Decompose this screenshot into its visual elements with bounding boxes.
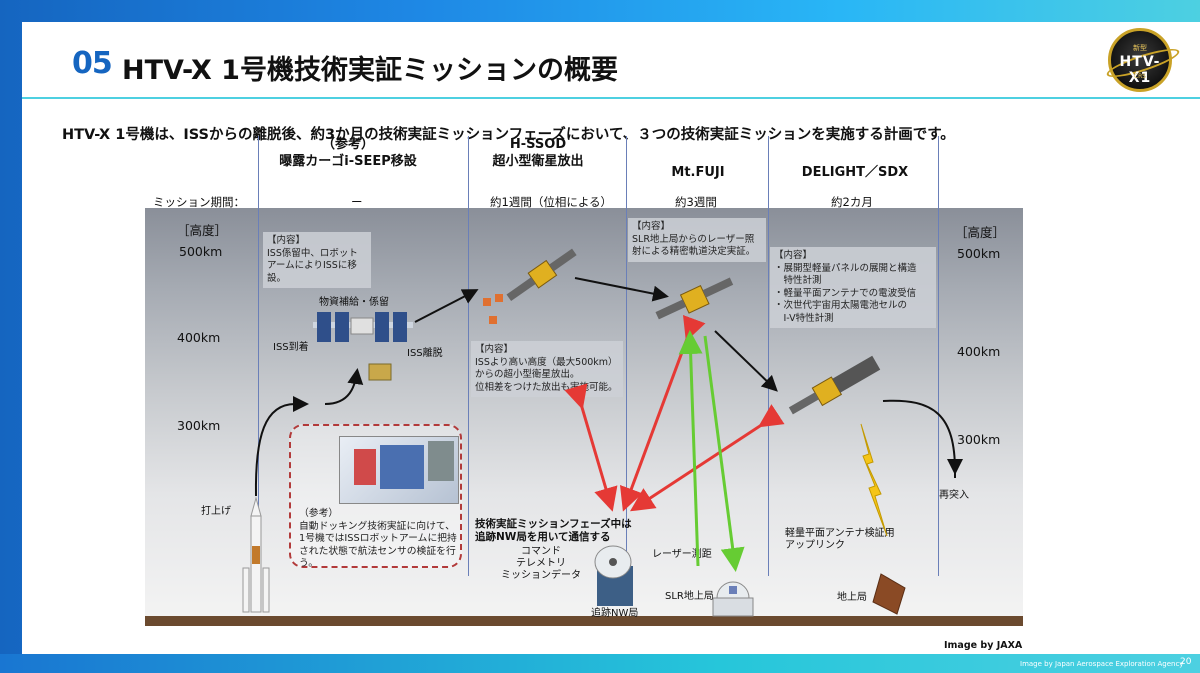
phase-head-mtfuji: Mt.FUJI (671, 165, 725, 180)
iss-icon (313, 312, 413, 342)
altitude-300-right: 300km (957, 432, 1001, 447)
reference-box: （参考） 自動ドッキング技術実証に向けて、1号機ではISSロボットアームに把持さ… (289, 424, 462, 569)
agency-credit: Image by Japan Aerospace Exploration Age… (1020, 660, 1184, 668)
htvx-spacecraft-icon (506, 248, 577, 302)
content-box-mtfuji: 【内容】 SLR地上局からのレーザー照 射による精密軌道決定実証。 (628, 218, 766, 262)
phase-divider (468, 136, 469, 576)
altitude-title-right: ［高度］ (955, 225, 1006, 240)
phase-head-iseep: （参考） 曝露カーゴi-SEEP移設 (279, 137, 417, 169)
reentry-label: 再突入 (939, 490, 969, 501)
tracking-antenna-icon (594, 545, 633, 606)
launch-label: 打上げ (201, 506, 231, 517)
iss-departure-label: ISS離脱 (407, 348, 443, 359)
altitude-500-left: 500km (179, 244, 223, 259)
intro-text: HTV-X 1号機は、ISSからの離脱後、約3か月の技術実証ミッションフェーズに… (62, 127, 955, 143)
period-hssod: 約1週間（位相による） (490, 195, 612, 209)
iss-arrival-label: ISS到着 (273, 342, 309, 353)
reference-text: （参考） 自動ドッキング技術実証に向けて、1号機ではISSロボットアームに把持さ… (299, 508, 457, 569)
period-mtfuji: 約3週間 (675, 195, 717, 209)
slr-station-icon (712, 581, 754, 617)
command-label: コマンド テレメトリ ミッションデータ (501, 546, 581, 581)
uplink-lightning-icon (860, 423, 888, 537)
cargo-icon (368, 363, 392, 381)
flat-antenna-icon (872, 573, 906, 615)
comm-note: 技術実証ミッションフェーズ中は 追跡NW局を用いて通信する (475, 518, 632, 543)
footer-band (0, 654, 1200, 673)
altitude-400-left: 400km (177, 330, 221, 345)
phase-divider (768, 136, 769, 576)
slide-number: 05 (72, 46, 113, 81)
content-box-iseep: 【内容】 ISS係留中、ロボット アームによりISSに移設。 (263, 232, 371, 288)
title-divider (22, 97, 1200, 99)
mission-diagram: （参考） 曝露カーゴi-SEEP移設 H-SSOD 超小型衛星放出 Mt.FUJ… (145, 136, 1023, 628)
period-iseep: ー (351, 195, 363, 209)
period-delight: 約2カ月 (831, 195, 873, 209)
mission-logo-icon: 新型 HTV-X1 CRS (1104, 28, 1182, 92)
htvx-spacecraft-icon (655, 277, 734, 320)
ground-strip (145, 616, 1023, 626)
phase-head-hssod: H-SSOD 超小型衛星放出 (492, 137, 584, 169)
page-title: HTV-X 1号機技術実証ミッションの概要 (122, 55, 618, 86)
small-satellite-icon (483, 294, 503, 324)
htvx-spacecraft-icon (788, 355, 881, 415)
diagram-graphics (242, 248, 963, 617)
altitude-300-left: 300km (177, 418, 221, 433)
tracking-station-label: 追跡NW局 (591, 608, 639, 619)
page-number: 20 (1180, 657, 1192, 667)
ground-station-label: 地上局 (837, 592, 867, 603)
antenna-uplink-label: 軽量平面アンテナ検証用 アップリンク (785, 528, 895, 551)
phase-divider (938, 136, 939, 576)
docking-test-image (339, 436, 459, 504)
altitude-title-left: ［高度］ (177, 223, 228, 238)
laser-ranging-label: レーザー測距 (652, 549, 712, 560)
altitude-400-right: 400km (957, 344, 1001, 359)
rocket-icon (242, 496, 270, 613)
slr-station-label: SLR地上局 (665, 591, 714, 602)
phase-head-delight: DELIGHT／SDX (801, 165, 909, 180)
image-credit: Image by JAXA (944, 640, 1023, 651)
phase-divider (258, 136, 259, 576)
mission-period-label: ミッション期間： (153, 195, 245, 209)
content-box-delight: 【内容】 ・展開型軽量パネルの展開と構造 特性計測 ・軽量平面アンテナでの電波受… (770, 247, 936, 328)
resupply-label: 物資補給・係留 (319, 297, 389, 308)
altitude-500-right: 500km (957, 246, 1001, 261)
